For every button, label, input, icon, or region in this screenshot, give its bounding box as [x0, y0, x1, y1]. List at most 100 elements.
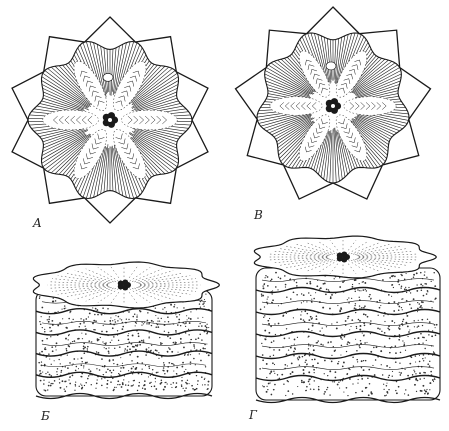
stipple-dot — [45, 347, 46, 348]
stipple-dot — [379, 300, 381, 302]
stipple-dot — [111, 375, 112, 376]
stipple-dot — [363, 313, 365, 315]
stipple-dot — [56, 349, 57, 350]
stipple-dot — [308, 292, 309, 293]
stipple-dot — [95, 320, 97, 322]
stipple-dot — [153, 321, 154, 322]
stipple-dot — [87, 348, 88, 349]
stipple-dot — [322, 327, 323, 328]
stipple-dot — [52, 350, 54, 352]
stipple-dot — [279, 349, 281, 351]
stipple-dot — [61, 308, 62, 309]
stipple-dot — [167, 370, 169, 372]
stipple-dot — [181, 386, 182, 387]
stipple-dot — [124, 350, 125, 351]
stipple-dot — [334, 350, 336, 352]
stipple-dot — [314, 359, 316, 361]
stipple-dot — [42, 327, 43, 328]
stipple-dot — [316, 342, 317, 343]
stipple-dot — [47, 372, 48, 373]
stipple-dot — [352, 286, 354, 288]
stipple-dot — [50, 336, 51, 337]
stipple-dot — [306, 390, 307, 391]
stipple-dot — [296, 282, 298, 284]
stipple-dot — [422, 325, 423, 326]
stipple-dot — [297, 386, 298, 387]
stipple-dot — [208, 381, 210, 383]
stipple-dot — [367, 378, 369, 380]
stipple-dot — [414, 371, 415, 372]
stipple-dot — [259, 368, 261, 370]
stipple-dot — [206, 343, 207, 344]
stipple-dot — [320, 344, 322, 346]
stipple-dot — [76, 366, 78, 368]
stipple-dot — [107, 368, 109, 370]
stipple-dot — [142, 388, 143, 389]
stipple-dot — [389, 277, 391, 279]
stipple-dot — [306, 364, 307, 365]
stipple-dot — [424, 393, 426, 395]
stipple-dot — [44, 389, 45, 390]
stipple-dot — [308, 371, 310, 373]
stipple-dot — [434, 324, 436, 326]
stipple-dot — [313, 298, 315, 300]
stipple-dot — [408, 394, 410, 396]
stipple-dot — [105, 371, 107, 373]
stipple-dot — [83, 346, 85, 348]
stipple-dot — [411, 357, 412, 358]
stipple-dot — [304, 362, 305, 363]
stipple-dot — [263, 317, 264, 318]
stipple-dot — [420, 284, 422, 286]
stipple-dot — [139, 382, 140, 383]
stipple-dot — [158, 358, 159, 359]
stipple-dot — [173, 370, 174, 371]
stipple-dot — [121, 386, 123, 388]
stipple-dot — [384, 395, 386, 397]
stipple-dot — [70, 311, 72, 313]
stipple-dot — [114, 348, 115, 349]
stipple-dot — [358, 319, 360, 321]
stipple-dot — [188, 317, 190, 319]
calice-lobe — [108, 112, 115, 119]
stipple-dot — [267, 320, 269, 322]
stipple-dot — [125, 384, 127, 386]
stipple-dot — [361, 390, 363, 392]
stipple-dot — [402, 325, 403, 326]
stipple-dot — [405, 322, 407, 324]
stipple-dot — [434, 379, 435, 380]
stipple-dot — [363, 307, 365, 309]
stipple-dot — [355, 303, 356, 304]
stipple-dot — [54, 360, 55, 361]
stipple-dot — [83, 352, 85, 354]
stipple-dot — [43, 380, 44, 381]
stipple-dot — [334, 381, 335, 382]
secondary-calice — [326, 62, 336, 70]
stipple-dot — [191, 385, 193, 387]
stipple-dot — [407, 336, 408, 337]
stipple-dot — [135, 344, 137, 346]
stipple-dot — [269, 382, 270, 383]
stipple-dot — [44, 348, 46, 350]
stipple-dot — [423, 295, 425, 297]
stipple-dot — [118, 340, 119, 341]
stipple-dot — [190, 311, 191, 312]
stipple-dot — [51, 383, 52, 384]
stipple-dot — [266, 363, 268, 365]
stipple-dot — [269, 318, 270, 319]
stipple-dot — [123, 367, 125, 369]
stipple-dot — [271, 293, 272, 294]
stipple-dot — [151, 345, 152, 346]
stipple-dot — [122, 363, 123, 364]
stipple-dot — [128, 384, 130, 386]
stipple-dot — [176, 382, 178, 384]
stipple-dot — [360, 343, 362, 345]
stipple-dot — [301, 311, 302, 312]
stipple-dot — [137, 390, 138, 391]
stipple-dot — [128, 333, 129, 334]
stipple-dot — [107, 380, 108, 381]
stipple-dot — [410, 292, 411, 293]
stipple-dot — [102, 307, 104, 309]
stipple-dot — [345, 320, 347, 322]
stipple-dot — [359, 290, 360, 291]
stipple-dot — [181, 384, 182, 385]
